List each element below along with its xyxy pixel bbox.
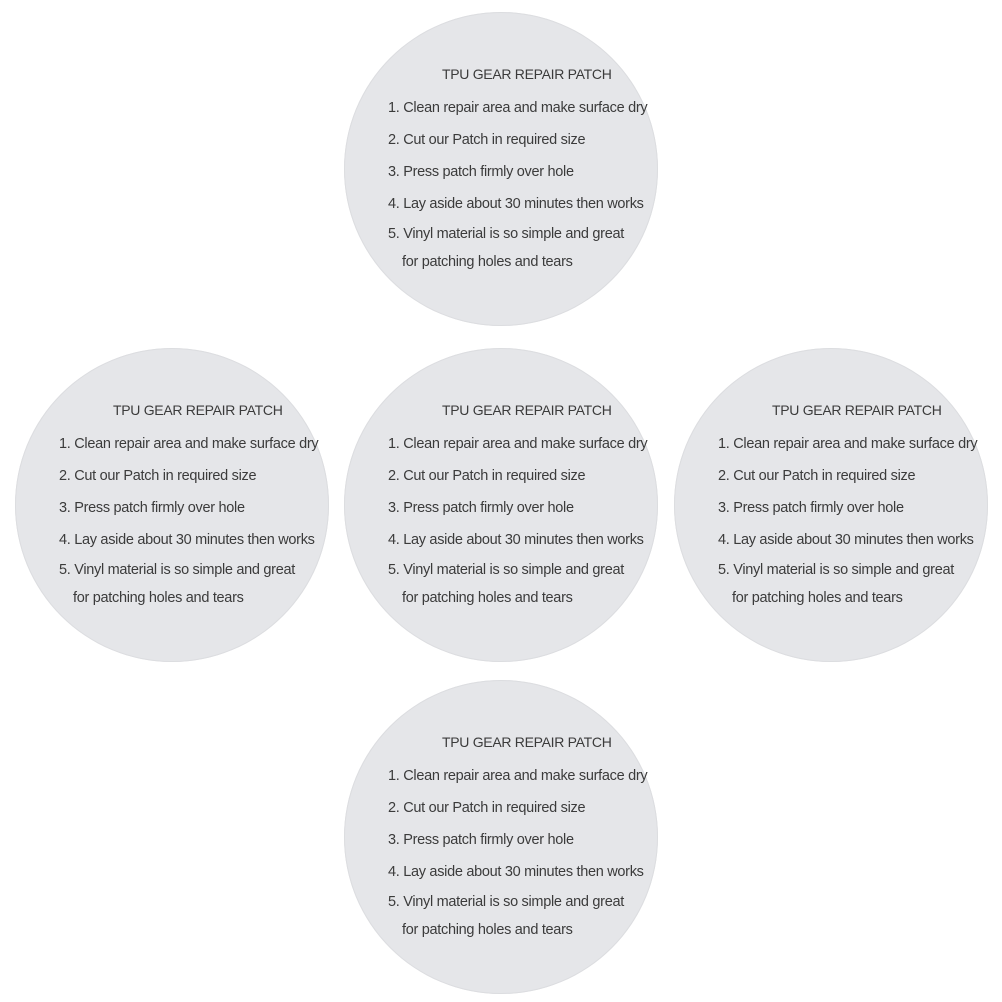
patch-label: TPU GEAR REPAIR PATCH 1. Clean repair ar… <box>718 400 978 612</box>
patch-step-5: 5. Vinyl material is so simple and great… <box>388 888 638 944</box>
patch-step-1: 1. Clean repair area and make surface dr… <box>59 436 319 452</box>
patch-title: TPU GEAR REPAIR PATCH <box>113 402 283 418</box>
patch-step-5-line-2: for patching holes and tears <box>402 590 573 606</box>
patch-step-5: 5. Vinyl material is so simple and great… <box>388 556 638 612</box>
patch-step-3: 3. Press patch firmly over hole <box>388 500 574 516</box>
patch-step-4: 4. Lay aside about 30 minutes then works <box>59 532 315 548</box>
patch-step-2: 2. Cut our Patch in required size <box>388 800 586 816</box>
patch-step-1: 1. Clean repair area and make surface dr… <box>718 436 978 452</box>
patch-step-5-line-1: 5. Vinyl material is so simple and great <box>388 562 624 578</box>
patch-label: TPU GEAR REPAIR PATCH 1. Clean repair ar… <box>59 400 319 612</box>
patch-step-5-line-1: 5. Vinyl material is so simple and great <box>388 894 624 910</box>
patch-step-4: 4. Lay aside about 30 minutes then works <box>388 532 644 548</box>
repair-patch-left: TPU GEAR REPAIR PATCH 1. Clean repair ar… <box>15 348 329 662</box>
patch-step-5-line-2: for patching holes and tears <box>402 254 573 270</box>
patch-step-5-line-1: 5. Vinyl material is so simple and great <box>718 562 954 578</box>
patch-step-4: 4. Lay aside about 30 minutes then works <box>388 196 644 212</box>
patch-step-2: 2. Cut our Patch in required size <box>59 468 257 484</box>
patch-step-2: 2. Cut our Patch in required size <box>388 132 586 148</box>
patch-step-1: 1. Clean repair area and make surface dr… <box>388 100 648 116</box>
patch-step-5: 5. Vinyl material is so simple and great… <box>718 556 968 612</box>
patch-step-3: 3. Press patch firmly over hole <box>59 500 245 516</box>
patch-step-4: 4. Lay aside about 30 minutes then works <box>388 864 644 880</box>
repair-patch-top: TPU GEAR REPAIR PATCH 1. Clean repair ar… <box>344 12 658 326</box>
repair-patch-right: TPU GEAR REPAIR PATCH 1. Clean repair ar… <box>674 348 988 662</box>
patch-step-4: 4. Lay aside about 30 minutes then works <box>718 532 974 548</box>
patch-step-1: 1. Clean repair area and make surface dr… <box>388 436 648 452</box>
patch-step-5: 5. Vinyl material is so simple and great… <box>59 556 309 612</box>
patch-step-2: 2. Cut our Patch in required size <box>388 468 586 484</box>
repair-patch-bottom: TPU GEAR REPAIR PATCH 1. Clean repair ar… <box>344 680 658 994</box>
patch-step-1: 1. Clean repair area and make surface dr… <box>388 768 648 784</box>
patch-step-5-line-1: 5. Vinyl material is so simple and great <box>388 226 624 242</box>
patch-title: TPU GEAR REPAIR PATCH <box>772 402 942 418</box>
patch-step-5-line-2: for patching holes and tears <box>732 590 903 606</box>
patch-step-5-line-2: for patching holes and tears <box>73 590 244 606</box>
patch-step-5-line-1: 5. Vinyl material is so simple and great <box>59 562 295 578</box>
patch-title: TPU GEAR REPAIR PATCH <box>442 402 612 418</box>
patch-title: TPU GEAR REPAIR PATCH <box>442 734 612 750</box>
patch-step-3: 3. Press patch firmly over hole <box>718 500 904 516</box>
patch-label: TPU GEAR REPAIR PATCH 1. Clean repair ar… <box>388 400 648 612</box>
patch-label: TPU GEAR REPAIR PATCH 1. Clean repair ar… <box>388 732 648 944</box>
repair-patch-center: TPU GEAR REPAIR PATCH 1. Clean repair ar… <box>344 348 658 662</box>
patch-step-3: 3. Press patch firmly over hole <box>388 164 574 180</box>
patch-label: TPU GEAR REPAIR PATCH 1. Clean repair ar… <box>388 64 648 276</box>
patch-title: TPU GEAR REPAIR PATCH <box>442 66 612 82</box>
patch-step-5-line-2: for patching holes and tears <box>402 922 573 938</box>
patch-step-5: 5. Vinyl material is so simple and great… <box>388 220 638 276</box>
patch-step-2: 2. Cut our Patch in required size <box>718 468 916 484</box>
patch-step-3: 3. Press patch firmly over hole <box>388 832 574 848</box>
